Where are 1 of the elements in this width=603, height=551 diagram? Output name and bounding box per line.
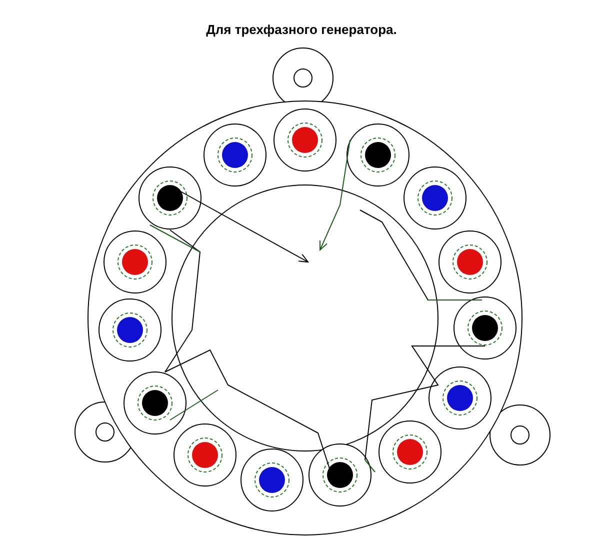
title: Для трехфазного генератора. [205, 22, 398, 37]
